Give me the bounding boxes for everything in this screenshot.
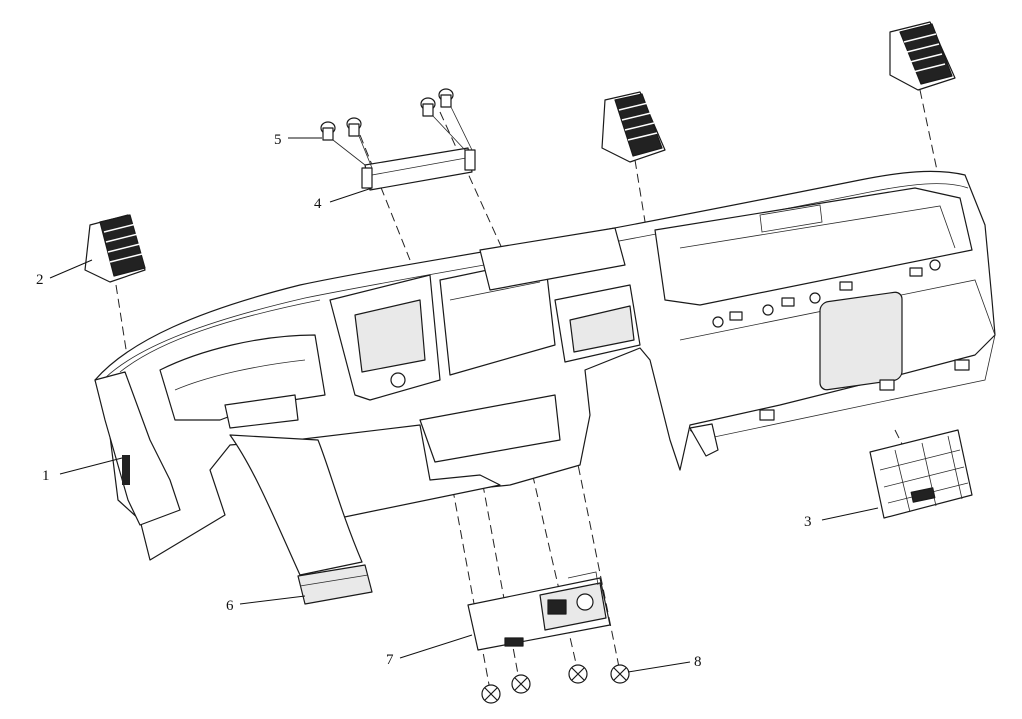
glove-box-door <box>869 429 973 519</box>
mounting-bracket <box>361 147 476 191</box>
instrument-panel <box>94 170 996 561</box>
callout-8: 8 <box>694 654 702 670</box>
air-vent-left <box>84 214 146 283</box>
callout-5: 5 <box>274 132 282 148</box>
air-vent-right <box>889 21 956 91</box>
callout-labels: 1 2 3 4 5 6 7 8 <box>36 132 812 670</box>
phillips-screws <box>481 664 630 704</box>
switch-row <box>712 259 970 421</box>
callout-1: 1 <box>42 468 50 484</box>
callout-leaders <box>49 137 879 673</box>
air-vent-center <box>601 91 666 163</box>
air-duct <box>229 434 373 605</box>
fasteners <box>320 88 473 169</box>
callout-6: 6 <box>226 598 234 614</box>
callout-7: 7 <box>386 652 394 668</box>
callout-4: 4 <box>314 196 322 212</box>
callout-3: 3 <box>804 514 812 530</box>
lower-storage-panel <box>467 571 611 651</box>
callout-2: 2 <box>36 272 44 288</box>
